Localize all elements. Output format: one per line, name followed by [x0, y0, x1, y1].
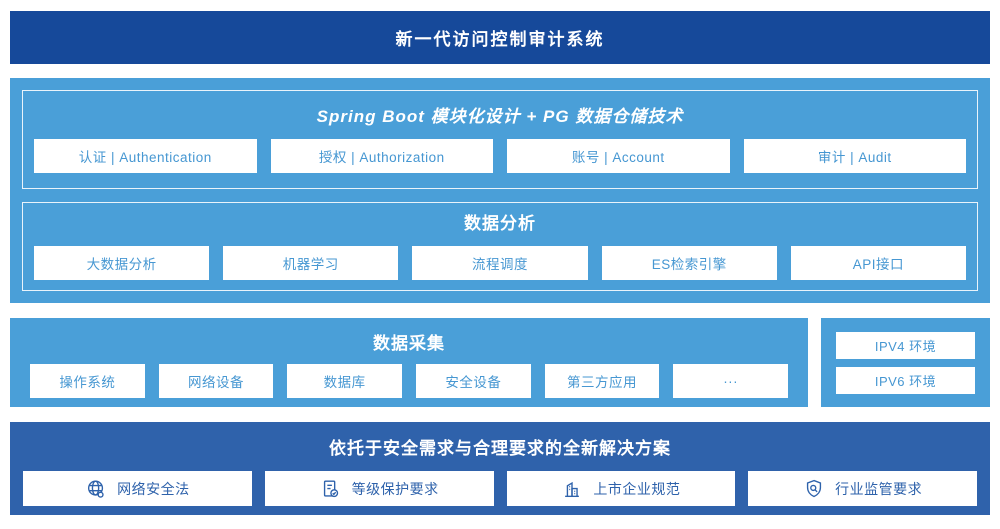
middle-row: 数据采集 操作系统 网络设备 数据库 安全设备 第三方应用 ··· IPV4 环…: [10, 318, 990, 407]
module-big-data-analysis: 大数据分析: [34, 246, 210, 280]
module-network-devices: 网络设备: [158, 364, 274, 398]
solution-item-label: 等级保护要求: [351, 480, 439, 497]
env-ipv4: IPV4 环境: [836, 331, 975, 359]
data-analysis-title: 数据分析: [464, 214, 536, 233]
module-account: 账号 | Account: [507, 139, 730, 173]
shield-search-icon: [803, 478, 825, 500]
module-es-search-engine: ES检索引擎: [601, 246, 777, 280]
module-audit: 审计 | Audit: [743, 139, 966, 173]
solution-title: 依托于安全需求与合理要求的全新解决方案: [329, 439, 671, 458]
module-operating-system: 操作系统: [30, 364, 145, 398]
environment-panel: IPV4 环境 IPV6 环境: [821, 318, 990, 407]
module-api: API接口: [790, 246, 967, 280]
module-ellipsis: ···: [673, 364, 789, 398]
solution-row: 网络安全法 等级保护要求: [23, 471, 977, 506]
module-authorization: 授权 | Authorization: [270, 139, 493, 173]
module-security-devices: 安全设备: [416, 364, 531, 398]
module-process-scheduling: 流程调度: [412, 246, 588, 280]
page-title: 新一代访问控制审计系统: [395, 30, 605, 49]
data-analysis-section: 数据分析 大数据分析 机器学习 流程调度 ES检索引擎 API接口: [22, 202, 978, 291]
system-title-banner: 新一代访问控制审计系统: [10, 11, 990, 64]
globe-icon: [85, 478, 107, 500]
solution-item-label: 网络安全法: [117, 480, 190, 497]
env-ipv6: IPV6 环境: [836, 366, 975, 394]
module-third-party-apps: 第三方应用: [544, 364, 660, 398]
solution-listed-company-rules: 上市企业规范: [506, 471, 736, 506]
spring-boot-section: Spring Boot 模块化设计 + PG 数据仓储技术 认证 | Authe…: [22, 90, 978, 189]
data-collection-panel: 数据采集 操作系统 网络设备 数据库 安全设备 第三方应用 ···: [10, 318, 808, 407]
platform-panel: Spring Boot 模块化设计 + PG 数据仓储技术 认证 | Authe…: [10, 78, 990, 303]
analysis-module-row: 大数据分析 机器学习 流程调度 ES检索引擎 API接口: [34, 246, 967, 280]
spring-boot-section-title: Spring Boot 模块化设计 + PG 数据仓储技术: [316, 107, 684, 126]
solution-panel: 依托于安全需求与合理要求的全新解决方案 网络安全法: [10, 422, 990, 515]
solution-cybersecurity-law: 网络安全法: [23, 471, 252, 506]
spring-module-row: 认证 | Authentication 授权 | Authorization 账…: [34, 139, 966, 173]
solution-classified-protection: 等级保护要求: [264, 471, 494, 506]
document-check-icon: [320, 478, 342, 500]
building-icon: [561, 478, 583, 500]
module-machine-learning: 机器学习: [223, 246, 399, 280]
solution-item-label: 行业监管要求: [835, 480, 923, 497]
collection-module-row: 操作系统 网络设备 数据库 安全设备 第三方应用 ···: [30, 364, 789, 398]
module-database: 数据库: [287, 364, 403, 398]
data-collection-title: 数据采集: [373, 334, 445, 353]
solution-item-label: 上市企业规范: [593, 480, 681, 497]
module-authentication: 认证 | Authentication: [34, 139, 257, 173]
solution-industry-regulation: 行业监管要求: [748, 471, 977, 506]
